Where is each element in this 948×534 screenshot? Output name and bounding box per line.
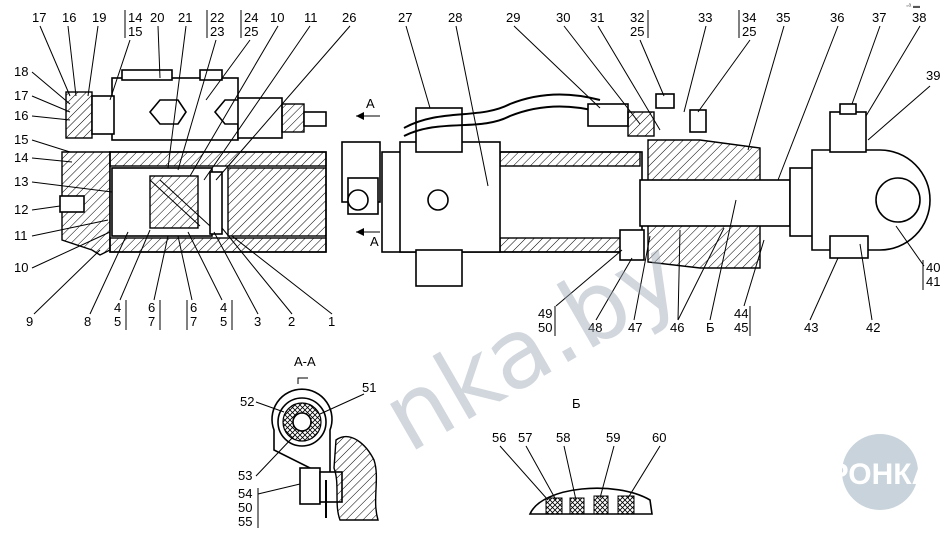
callout-35: 35 bbox=[776, 10, 790, 25]
callout-5-a: 5 bbox=[114, 314, 121, 329]
callout-51: 51 bbox=[362, 380, 376, 395]
callout-2: 2 bbox=[288, 314, 295, 329]
callout-33: 33 bbox=[698, 10, 712, 25]
callout-28: 28 bbox=[448, 10, 462, 25]
corner-mark: ◦ᵃ ▬ bbox=[906, 3, 920, 10]
callout-6-a: 6 bbox=[148, 300, 155, 315]
callout-50: 50 bbox=[538, 320, 552, 335]
callout-32: 32 bbox=[630, 10, 644, 25]
callout-60: 60 bbox=[652, 430, 666, 445]
agronka-logo: АГРОНКА bbox=[790, 434, 933, 510]
callout-25-b: 25 bbox=[630, 24, 644, 39]
callout-36: 36 bbox=[830, 10, 844, 25]
callouts-left: 18 17 16 15 14 13 12 11 10 bbox=[14, 64, 113, 275]
callout-b-bottom: Б bbox=[706, 320, 715, 335]
callout-3: 3 bbox=[254, 314, 261, 329]
section-arrow-a-bottom: А bbox=[356, 228, 380, 249]
callout-39: 39 bbox=[926, 68, 940, 83]
svg-text:А: А bbox=[366, 96, 375, 111]
callout-9: 9 bbox=[26, 314, 33, 329]
callout-5-b: 5 bbox=[220, 314, 227, 329]
callout-24: 24 bbox=[244, 10, 258, 25]
callout-14-left: 14 bbox=[14, 150, 28, 165]
callout-10-left: 10 bbox=[14, 260, 28, 275]
callout-13: 13 bbox=[14, 174, 28, 189]
callout-50-aa: 50 bbox=[238, 500, 252, 515]
callout-46: 46 bbox=[670, 320, 684, 335]
callout-59: 59 bbox=[606, 430, 620, 445]
callout-1: 1 bbox=[328, 314, 335, 329]
section-arrow-a-top: А bbox=[356, 96, 380, 120]
callout-26: 26 bbox=[342, 10, 356, 25]
callout-49: 49 bbox=[538, 306, 552, 321]
section-aa: А-А 52 51 53 54 50 55 bbox=[238, 354, 379, 529]
callout-54: 54 bbox=[238, 486, 252, 501]
callout-53: 53 bbox=[238, 468, 252, 483]
leader-lines-bottom bbox=[33, 199, 925, 321]
callout-45: 45 bbox=[734, 320, 748, 335]
callout-21: 21 bbox=[178, 10, 192, 25]
callout-30: 30 bbox=[556, 10, 570, 25]
section-b: Б 56 57 58 59 60 bbox=[492, 396, 666, 515]
callout-16-left: 16 bbox=[14, 108, 28, 123]
callout-40: 40 bbox=[926, 260, 940, 275]
callout-47: 47 bbox=[628, 320, 642, 335]
callout-58: 58 bbox=[556, 430, 570, 445]
callout-29: 29 bbox=[506, 10, 520, 25]
callout-34: 34 bbox=[742, 10, 756, 25]
callout-52: 52 bbox=[240, 394, 254, 409]
callout-48: 48 bbox=[588, 320, 602, 335]
callout-31: 31 bbox=[590, 10, 604, 25]
callouts-bottom: 9 8 4 5 6 7 6 7 4 5 3 2 1 49 50 48 47 46… bbox=[26, 260, 940, 336]
callout-19: 19 bbox=[92, 10, 106, 25]
callout-37: 37 bbox=[872, 10, 886, 25]
callout-56: 56 bbox=[492, 430, 506, 445]
callout-43: 43 bbox=[804, 320, 818, 335]
svg-text:АГРОНКА: АГРОНКА bbox=[790, 458, 933, 491]
callout-12: 12 bbox=[14, 202, 28, 217]
callout-17-left: 17 bbox=[14, 88, 28, 103]
callout-7-a: 7 bbox=[148, 314, 155, 329]
callouts-top: 17 16 19 14 15 20 21 22 23 24 25 10 11 2… bbox=[32, 10, 940, 83]
callout-4-b: 4 bbox=[220, 300, 227, 315]
callout-18: 18 bbox=[14, 64, 28, 79]
svg-text:А: А bbox=[370, 234, 379, 249]
callout-8: 8 bbox=[84, 314, 91, 329]
callout-41: 41 bbox=[926, 274, 940, 289]
section-b-title: Б bbox=[572, 396, 581, 411]
callout-22: 22 bbox=[210, 10, 224, 25]
callout-20: 20 bbox=[150, 10, 164, 25]
callout-14-top: 14 bbox=[128, 10, 142, 25]
cylinder-assembly bbox=[59, 69, 931, 287]
callout-38: 38 bbox=[912, 10, 926, 25]
section-aa-title: А-А bbox=[294, 354, 316, 369]
leader-lines-top bbox=[39, 25, 931, 187]
callout-11-top: 11 bbox=[304, 10, 318, 25]
callout-57: 57 bbox=[518, 430, 532, 445]
callout-25-c: 25 bbox=[742, 24, 756, 39]
callout-17-top: 17 bbox=[32, 10, 46, 25]
callout-4-a: 4 bbox=[114, 300, 121, 315]
callout-10-top: 10 bbox=[270, 10, 284, 25]
callout-25-a: 25 bbox=[244, 24, 258, 39]
callout-15-top: 15 bbox=[128, 24, 142, 39]
callout-16-top: 16 bbox=[62, 10, 76, 25]
callout-7-b: 7 bbox=[190, 314, 197, 329]
callout-23: 23 bbox=[210, 24, 224, 39]
callout-55: 55 bbox=[238, 514, 252, 529]
callout-42: 42 bbox=[866, 320, 880, 335]
callout-44: 44 bbox=[734, 306, 748, 321]
callout-6-b: 6 bbox=[190, 300, 197, 315]
callout-11-left: 11 bbox=[14, 228, 28, 243]
callout-15-left: 15 bbox=[14, 132, 28, 147]
callout-27: 27 bbox=[398, 10, 412, 25]
